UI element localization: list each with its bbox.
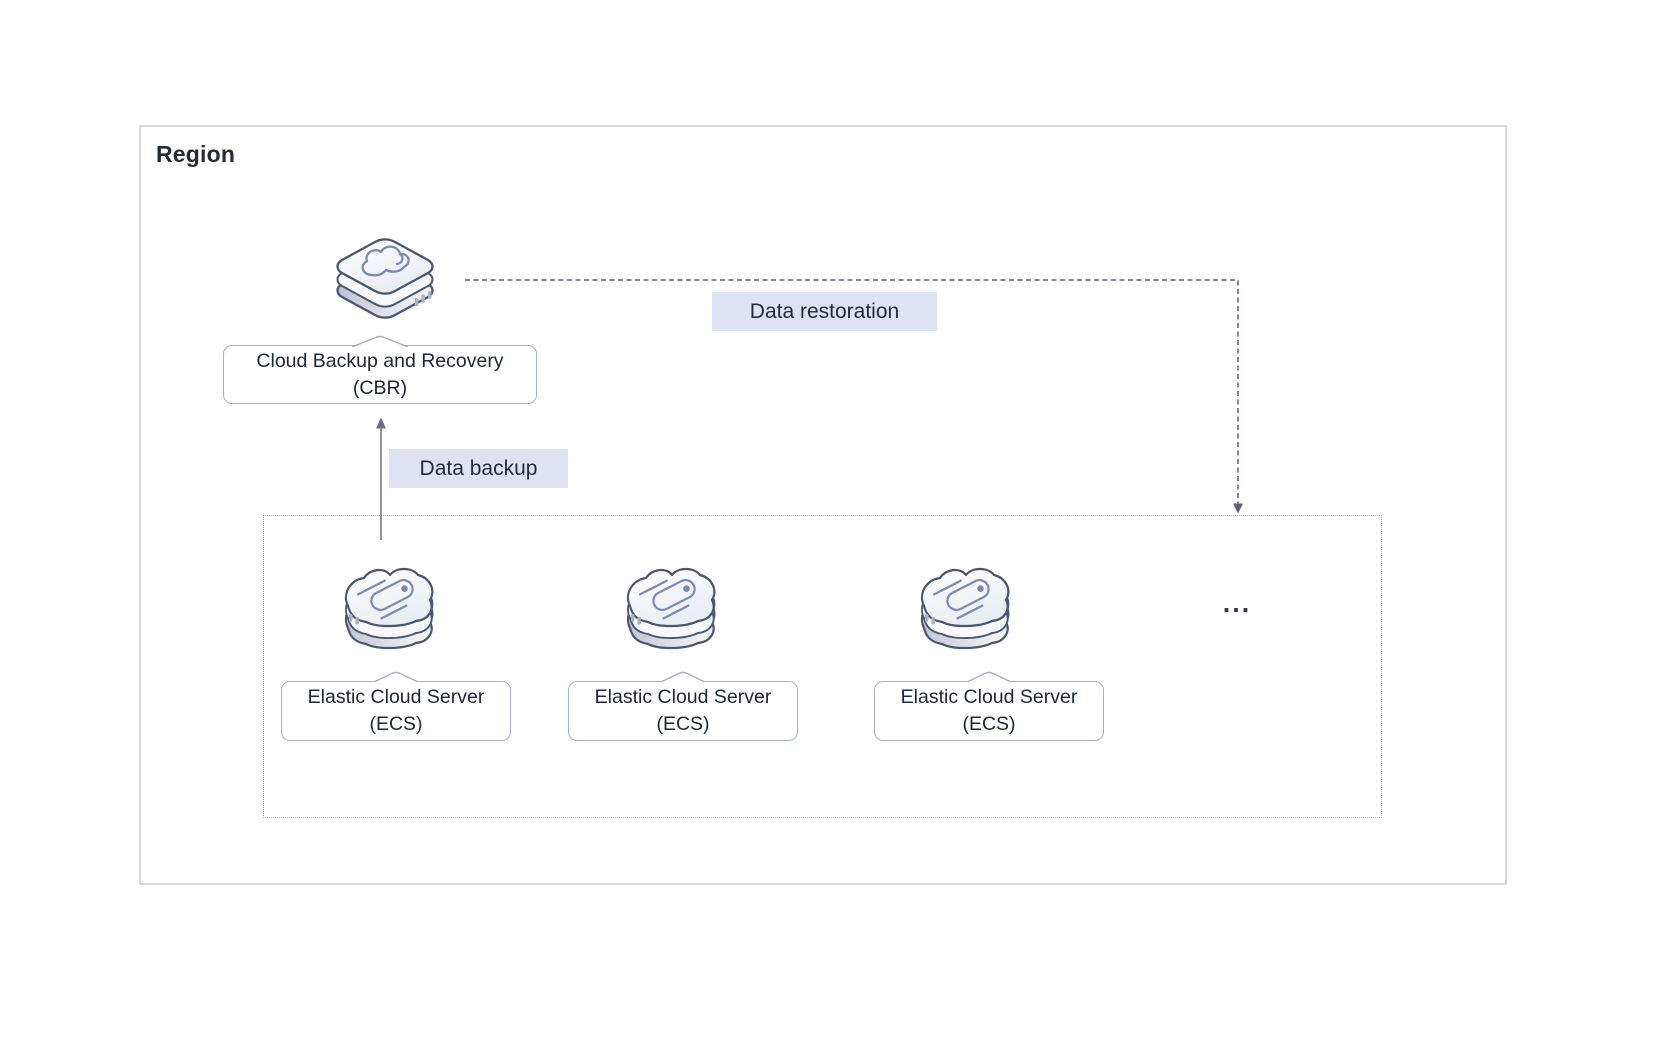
ecs-label-line2: (ECS)	[962, 713, 1016, 735]
power-glyph	[638, 578, 696, 620]
data-backup-label: Data backup	[389, 449, 568, 488]
cbr-label-box: Cloud Backup and Recovery (CBR)	[223, 335, 537, 404]
ecs-icon	[618, 560, 722, 656]
more-servers-ellipsis: ...	[1222, 588, 1252, 618]
ecs-icon	[336, 560, 440, 656]
tooltip-notch	[351, 335, 409, 347]
power-glyph	[356, 578, 414, 620]
ecs-label-line2: (ECS)	[656, 713, 710, 735]
ecs-label-box: Elastic Cloud Server (ECS)	[568, 671, 798, 741]
power-glyph	[932, 578, 990, 620]
tooltip-notch	[966, 671, 1012, 682]
tooltip-notch	[660, 671, 706, 682]
cbr-icon	[329, 226, 441, 330]
region-title: Region	[156, 141, 236, 167]
cbr-label-line2: (CBR)	[352, 376, 408, 399]
ecs-label-line1: Elastic Cloud Server	[900, 686, 1078, 708]
ecs-label-line1: Elastic Cloud Server	[307, 686, 485, 708]
cloud-glyph	[361, 245, 410, 277]
server-group-box	[263, 515, 1382, 818]
ecs-label-line2: (ECS)	[369, 713, 423, 735]
cbr-label-line1: Cloud Backup and Recovery	[256, 349, 504, 372]
tooltip-notch	[373, 671, 419, 682]
ecs-icon	[912, 560, 1016, 656]
ecs-label-line1: Elastic Cloud Server	[594, 686, 772, 708]
data-restoration-label: Data restoration	[712, 292, 937, 331]
ecs-label-box: Elastic Cloud Server (ECS)	[874, 671, 1104, 741]
ecs-label-box: Elastic Cloud Server (ECS)	[281, 671, 511, 741]
